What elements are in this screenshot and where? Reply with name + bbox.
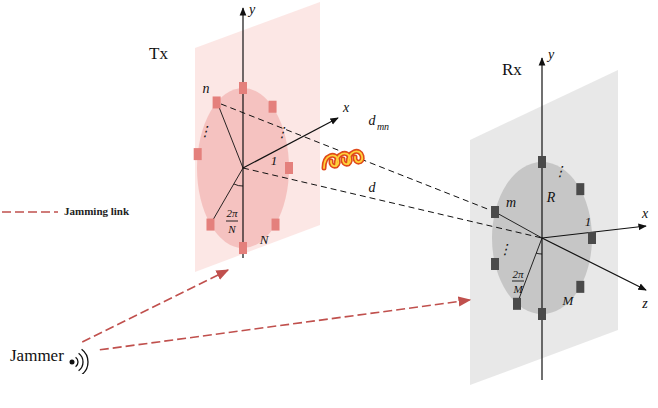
rx-z-axis xyxy=(542,238,646,290)
diagram-label: 1 xyxy=(271,154,278,167)
diagram-label: R xyxy=(547,191,556,205)
tx-x-axis xyxy=(243,118,338,168)
antenna-element xyxy=(588,232,596,244)
legend-text: Jamming link xyxy=(64,205,129,217)
diagram-label: 2π xyxy=(512,269,523,280)
rx-antenna-elements xyxy=(491,156,596,320)
diagram-label: d xyxy=(369,114,376,128)
antenna-element xyxy=(285,162,293,174)
center-distance-line xyxy=(243,168,542,238)
tx-y-axis xyxy=(242,8,243,258)
tx-angle-arc xyxy=(234,184,243,186)
vortex-beam-icon xyxy=(324,151,362,168)
diagram-label: M xyxy=(513,284,522,295)
diagram-label: 2π xyxy=(226,208,237,219)
diagram-label: N xyxy=(260,233,269,246)
diagram-label: n xyxy=(203,82,210,96)
rx-angle-arc xyxy=(536,253,542,254)
fraction-bar xyxy=(226,221,238,222)
antenna-element xyxy=(538,156,546,168)
rx-y-axis xyxy=(541,58,542,380)
antenna-element xyxy=(239,82,247,94)
node-title: Rx xyxy=(502,60,522,80)
antenna-element xyxy=(491,206,499,218)
tx-radius xyxy=(217,102,243,168)
diagram-label: mn xyxy=(377,122,389,132)
diagram-label: y xyxy=(548,48,554,62)
antenna-element xyxy=(491,258,499,270)
jammer-antenna-icon xyxy=(68,340,98,374)
antenna-element xyxy=(239,242,247,254)
diagram-label: ⋮ xyxy=(498,243,512,257)
node-title: Jammer xyxy=(10,346,64,366)
antenna-element xyxy=(576,281,584,293)
antenna-element xyxy=(213,96,221,108)
tx-array-panel: Tx xyxy=(195,2,320,270)
jamming-link xyxy=(82,270,228,342)
rx-plane xyxy=(470,70,618,385)
jammer-source: Jammer xyxy=(8,342,100,370)
diagram-label: m xyxy=(506,196,516,210)
diagram-label: ⋮ xyxy=(553,165,567,179)
diagram-label: 1 xyxy=(585,215,592,228)
antenna-element xyxy=(194,148,202,160)
diagram-label: ⋮ xyxy=(275,126,289,140)
legend-line-sample xyxy=(2,211,58,213)
tx-radius xyxy=(210,168,243,225)
fraction-bar xyxy=(512,281,524,282)
antenna-element xyxy=(272,219,280,231)
antenna-element xyxy=(206,219,214,231)
diagram-label: d xyxy=(369,181,376,195)
rx-array-panel: Rx xyxy=(470,60,618,380)
antenna-element xyxy=(538,308,546,320)
antenna-element xyxy=(576,183,584,195)
antenna-element xyxy=(513,298,521,310)
jamming-link xyxy=(100,300,470,350)
antenna-element xyxy=(269,101,277,113)
diagram-label: x xyxy=(642,207,648,221)
diagram-label: M xyxy=(563,294,574,307)
node-title: Tx xyxy=(149,44,168,64)
diagram-label: z xyxy=(642,297,647,311)
rx-radius xyxy=(495,212,542,238)
diagram-label: x xyxy=(343,101,349,115)
diagram-label: y xyxy=(249,3,255,17)
diagram-label: N xyxy=(228,224,235,235)
diagram-label: ⋮ xyxy=(198,125,212,139)
